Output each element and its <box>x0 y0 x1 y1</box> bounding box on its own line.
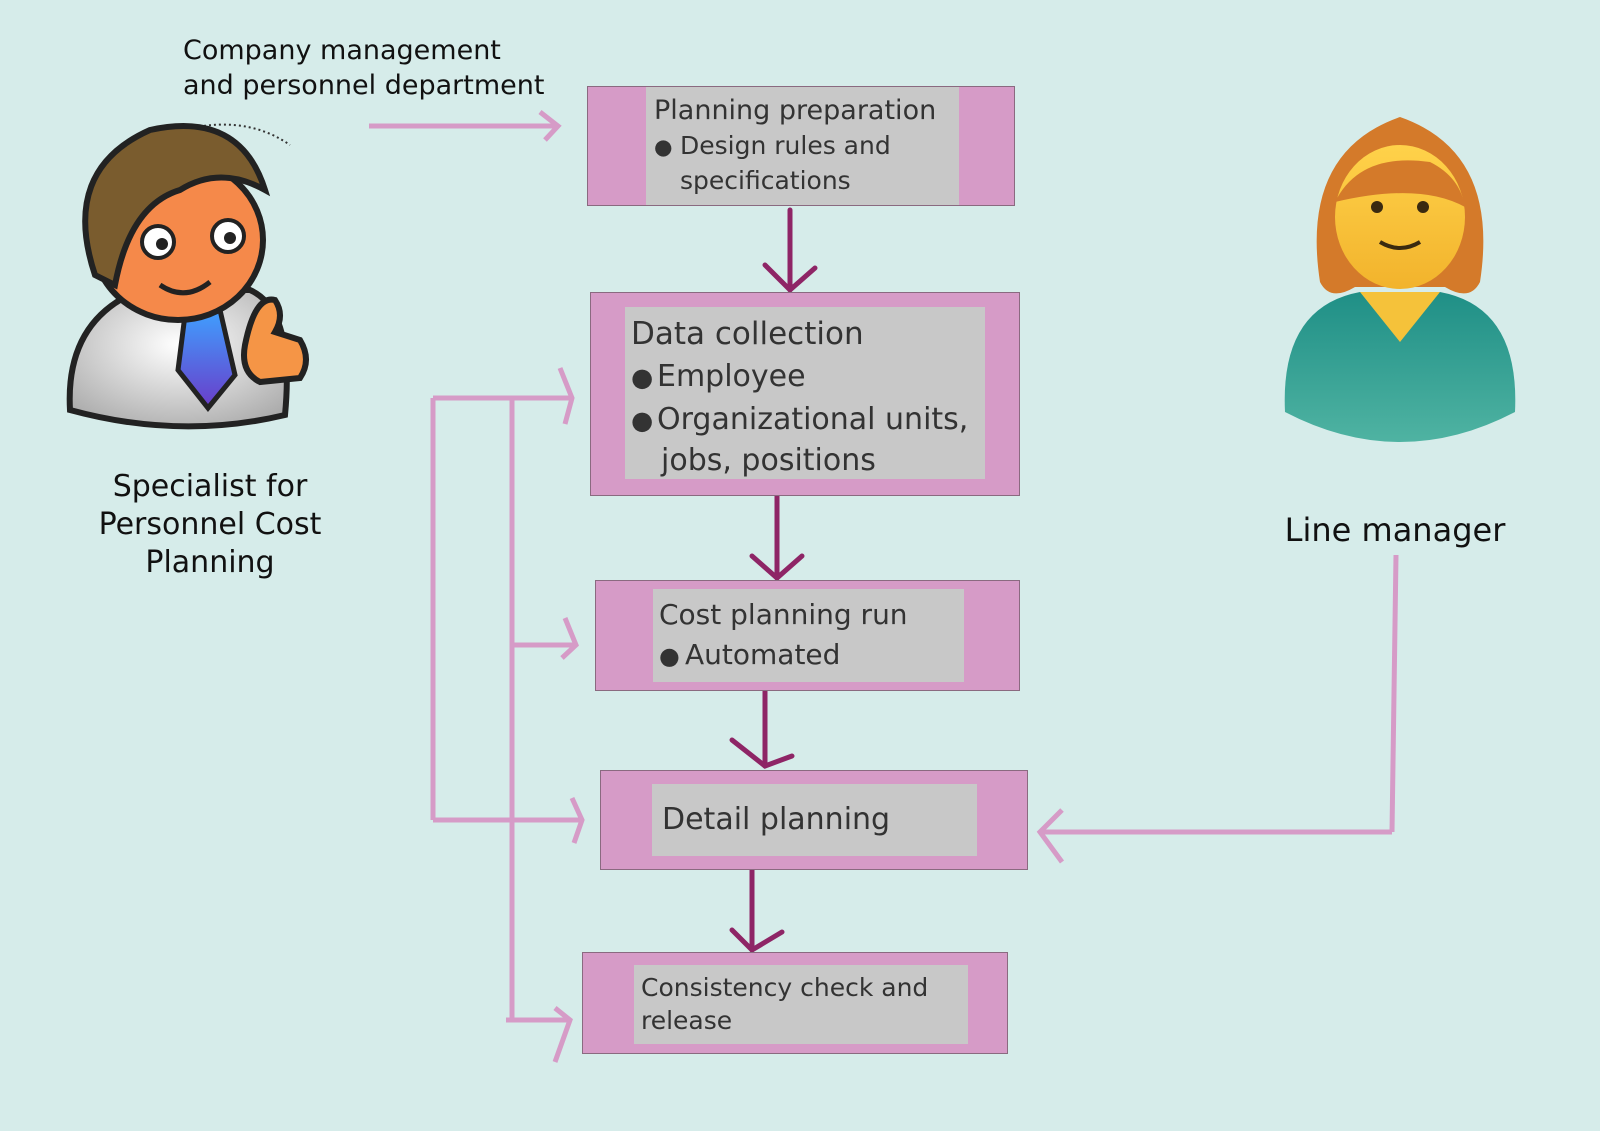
step-cost-planning-run[interactable]: Cost planning run Automated <box>595 580 1020 691</box>
data-title: Data collection <box>631 316 864 352</box>
mgmt-arrow <box>369 110 562 142</box>
specialist-lines <box>430 367 585 1063</box>
man-thumbs-up-icon <box>66 123 309 430</box>
specialist-label: Specialist for Personnel Cost Planning <box>70 468 350 582</box>
line-manager-connector <box>1036 554 1399 864</box>
mgmt-line-1: Company management <box>183 35 501 66</box>
data-bullet-2-cont: jobs, positions <box>661 443 876 478</box>
data-bullet-1: Employee <box>631 355 985 400</box>
cost-bullet-1-text: Automated <box>685 638 841 671</box>
mgmt-label: Company management and personnel departm… <box>183 33 563 103</box>
detail-title: Detail planning <box>662 802 891 837</box>
cost-title: Cost planning run <box>659 598 908 631</box>
planning-bullet-1-text: Design rules and <box>680 131 891 160</box>
mgmt-line-2: and personnel department <box>183 70 545 101</box>
step-detail-inner: Detail planning <box>652 784 977 856</box>
data-bullet-2-text: Organizational units, <box>657 402 969 437</box>
data-bullet-1-text: Employee <box>657 359 806 394</box>
data-bullet-2: Organizational units, <box>631 400 985 441</box>
specialist-line-3: Planning <box>145 545 275 580</box>
step-consistency-inner: Consistency check and release <box>634 965 968 1044</box>
specialist-line-1: Specialist for <box>112 469 308 504</box>
cost-bullet-1: Automated <box>659 635 964 676</box>
step-planning-preparation[interactable]: Planning preparation Design rules and sp… <box>587 86 1015 206</box>
consistency-title-1: Consistency check and <box>641 973 929 1002</box>
line-manager-label: Line manager <box>1284 511 1506 549</box>
specialist-line-2: Personnel Cost <box>98 507 322 542</box>
step-planning-inner: Planning preparation Design rules and sp… <box>646 87 959 205</box>
flow-arrows <box>729 207 818 954</box>
planning-title: Planning preparation <box>654 95 937 126</box>
planning-bullet-1: Design rules and <box>654 129 959 164</box>
woman-avatar-icon <box>1284 117 1516 442</box>
consistency-title-2: release <box>641 1006 733 1035</box>
step-detail-planning[interactable]: Detail planning <box>600 770 1028 870</box>
step-consistency-check[interactable]: Consistency check and release <box>582 952 1008 1054</box>
step-cost-inner: Cost planning run Automated <box>653 589 964 682</box>
step-data-inner: Data collection Employee Organizational … <box>625 307 985 479</box>
step-data-collection[interactable]: Data collection Employee Organizational … <box>590 292 1020 496</box>
planning-bullet-1-cont: specifications <box>680 166 851 195</box>
